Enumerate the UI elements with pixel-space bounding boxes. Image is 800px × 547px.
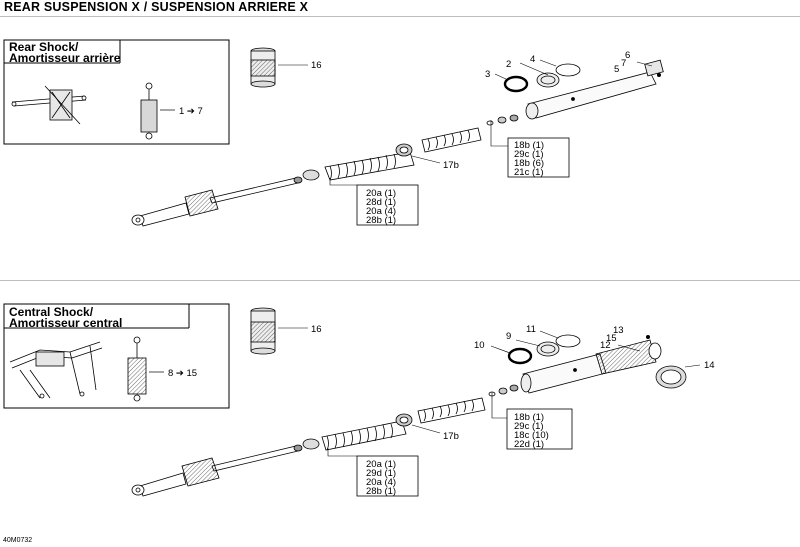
central-range-label: 8 ➔ 15	[168, 368, 197, 379]
ref-6: 6	[625, 50, 630, 61]
central-shock-thumbnail	[127, 336, 147, 402]
central-part-13-fitting	[646, 335, 650, 339]
central-inset-box: Central Shock/ Amortisseur central 8 ➔ 1…	[3, 303, 230, 409]
rear-part-3-oring	[503, 75, 529, 93]
title-rule	[0, 16, 800, 17]
rear-kit-lower-4: 28b (1)	[366, 215, 396, 226]
central-part-10-oring	[507, 347, 533, 365]
rear-section: Rear Shock/ Amortisseur arrière	[3, 39, 664, 227]
central-spring	[302, 384, 519, 451]
rear-range-label: 1 ➔ 7	[179, 106, 203, 117]
rear-kit-lower-3: 20a (4)	[366, 206, 396, 217]
ref-4: 4	[530, 54, 535, 65]
rear-kit-lower-2: 28d (1)	[366, 197, 396, 208]
ref-12: 12	[600, 340, 611, 351]
figure-code: 40M0732	[3, 537, 33, 544]
central-kit-upper-1: 18b (1)	[514, 412, 544, 423]
rear-inset-box: Rear Shock/ Amortisseur arrière	[3, 39, 230, 145]
rear-spring	[302, 114, 519, 181]
ref-14: 14	[704, 360, 715, 371]
ref-10: 10	[474, 340, 485, 351]
central-kit-upper-4: 22d (1)	[514, 439, 544, 450]
central-grease-can-icon	[250, 307, 276, 355]
rear-kit-upper-4: 21c (1)	[514, 167, 544, 178]
central-kit-lower-2: 29d (1)	[366, 468, 396, 479]
rear-part-4-seal	[555, 63, 581, 77]
central-part-9-cap	[536, 341, 560, 357]
central-inset-title-1: Central Shock/	[9, 305, 94, 319]
rear-shock-body	[525, 59, 664, 120]
rear-inset-title-2: Amortisseur arrière	[9, 51, 121, 65]
ref-9: 9	[506, 331, 511, 342]
central-shock-body	[520, 339, 662, 394]
ref-2: 2	[506, 59, 511, 70]
central-part-11-seal	[555, 334, 581, 348]
ref-16-central: 16	[311, 324, 322, 335]
ref-13: 13	[613, 325, 624, 336]
central-kit-lower-3: 20a (4)	[366, 477, 396, 488]
rear-kit-upper-2: 29c (1)	[514, 149, 544, 160]
ref-16: 16	[311, 60, 322, 71]
ref-15: 15	[606, 333, 617, 344]
section-divider	[0, 280, 800, 281]
central-kit-upper-2: 29c (1)	[514, 421, 544, 432]
central-shock-rod	[131, 444, 303, 497]
central-kit-upper: 18b (1) 29c (1) 18c (10) 22d (1)	[491, 392, 573, 450]
rear-shock-rod	[131, 176, 303, 227]
ref-3: 3	[485, 69, 490, 80]
rear-part-5-6-7-fittings	[657, 73, 661, 77]
central-part-14-ring-nut	[655, 365, 687, 389]
rear-part-2-cap	[536, 72, 560, 88]
rear-kit-upper-3: 18b (6)	[514, 158, 544, 169]
ref-17b-central: 17b	[443, 431, 459, 442]
rear-kit-lower: 20a (1) 28d (1) 20a (4) 28b (1)	[329, 178, 419, 226]
central-section: Central Shock/ Amortisseur central 8 ➔ 1…	[3, 303, 715, 497]
rear-kit-upper: 18b (1) 29c (1) 18b (6) 21c (1)	[490, 120, 570, 178]
ref-17b: 17b	[443, 160, 459, 171]
central-kit-lower: 20a (1) 29d (1) 20a (4) 28b (1)	[327, 448, 419, 497]
rear-frame-sketch	[11, 85, 87, 125]
rear-kit-lower-1: 20a (1)	[366, 188, 396, 199]
rear-shock-thumbnail	[140, 82, 158, 140]
ref-5: 5	[614, 64, 619, 75]
ref-11: 11	[526, 324, 536, 335]
central-frame-sketch	[9, 341, 103, 399]
ref-7: 7	[621, 58, 626, 69]
rear-grease-can-icon	[250, 47, 276, 88]
central-kit-lower-1: 20a (1)	[366, 459, 396, 470]
rear-inset-title-1: Rear Shock/	[9, 40, 79, 54]
rear-kit-upper-1: 18b (1)	[514, 140, 544, 151]
central-inset-title-2: Amortisseur central	[9, 316, 122, 330]
page-title: REAR SUSPENSION X / SUSPENSION ARRIERE X	[4, 0, 309, 14]
central-kit-upper-3: 18c (10)	[514, 430, 549, 441]
central-kit-lower-4: 28b (1)	[366, 486, 396, 497]
